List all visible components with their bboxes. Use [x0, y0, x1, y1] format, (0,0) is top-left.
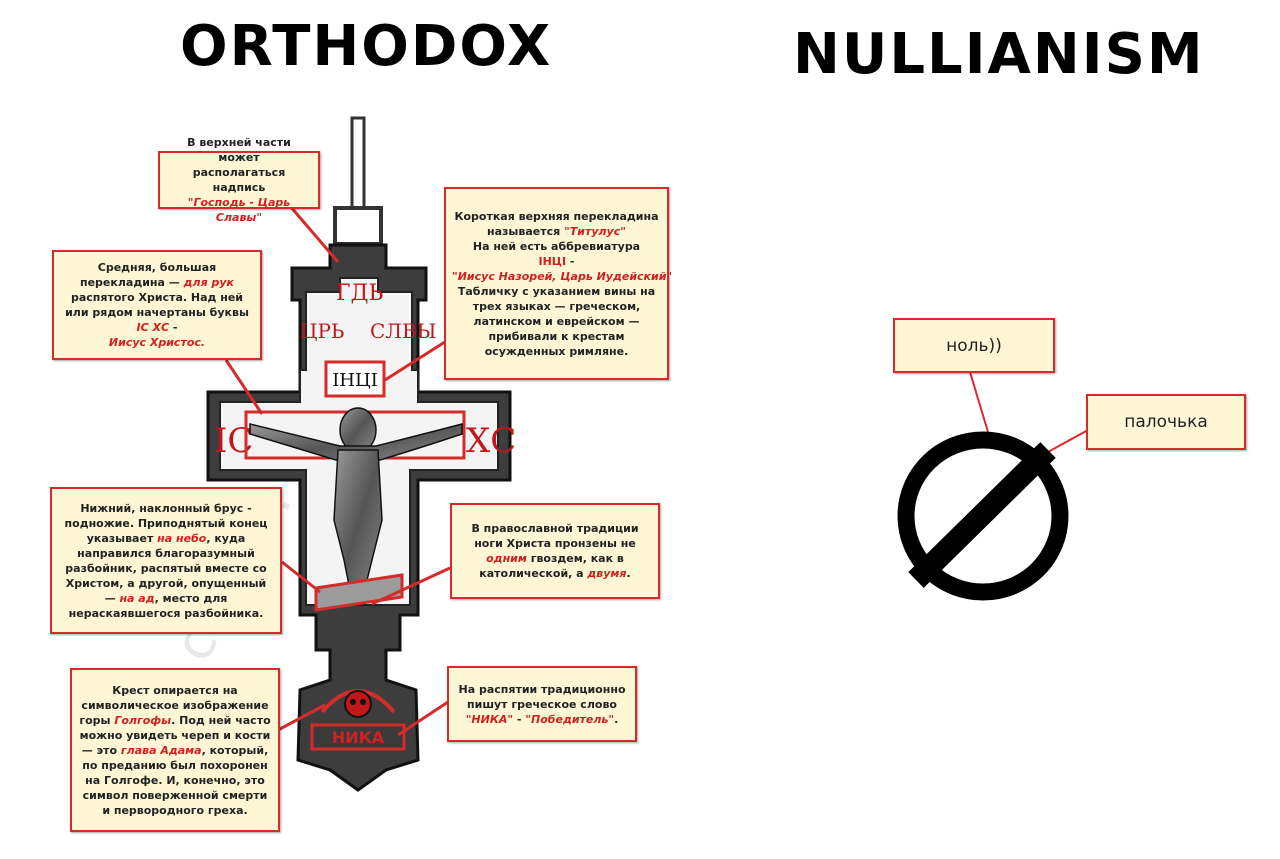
callout-text: можно увидеть череп и кости	[79, 728, 271, 742]
cross-top-text-2a: ЦРЬ	[300, 319, 344, 343]
cross-top-text-2b: СЛВЫ	[370, 319, 436, 343]
cross-top-text-1: ГДЬ	[336, 281, 383, 306]
callout-text: символическое изображение	[81, 698, 269, 712]
callout-text: — это	[81, 743, 118, 757]
callout-highlight: "Господь - Царь Славы"	[187, 196, 291, 224]
callout-titulus: Короткая верхняя перекладина называется …	[444, 187, 673, 380]
callout-text: В православной традиции	[471, 522, 639, 535]
label-stick: палочька	[1086, 394, 1246, 450]
callout-text: -	[169, 321, 178, 334]
callout-highlight: "Победитель"	[525, 712, 615, 726]
callout-text: Христом, а другой, опущенный	[65, 576, 267, 590]
callout-text: пишут греческое слово	[467, 697, 617, 711]
callout-highlight: "Иисус Назорей, Царь Иудейский"	[452, 269, 673, 283]
callout-text: -	[566, 254, 575, 268]
callout-text: Крест опирается на	[112, 683, 238, 697]
cross-nika-text: НИКА	[332, 728, 385, 747]
callout-text: трех языках — греческом,	[472, 299, 641, 313]
callout-golgotha: Крест опирается на символическое изображ…	[70, 668, 280, 832]
callout-text: .	[614, 712, 619, 726]
callout-text: распятого Христа. Над ней	[70, 291, 244, 304]
callout-text: , куда	[206, 531, 246, 545]
crucifix-figure	[249, 407, 463, 601]
callout-nails: В православной традиции ноги Христа прон…	[450, 503, 660, 599]
slash-stick	[908, 442, 1056, 588]
callout-text: разбойник, распятый вместе со	[65, 561, 267, 575]
callout-highlight: Иисус Христос.	[108, 336, 206, 349]
nullianism-title: NULLIANISM	[793, 22, 1205, 87]
callout-highlight: "Титулус"	[564, 224, 626, 238]
orthodox-title: ORTHODOX	[180, 14, 553, 79]
callout-nika: На распятии традиционно пишут греческое …	[447, 666, 637, 742]
callout-highlight: двумя	[587, 567, 627, 580]
callout-text: . Под ней часто	[171, 713, 271, 727]
callout-text: располагаться надпись	[192, 166, 286, 194]
callout-text: —	[104, 591, 116, 605]
callout-highlight: ІНЦІ	[538, 254, 567, 268]
callout-text: или рядом начертаны буквы	[65, 306, 249, 319]
callout-middle-bar: Средняя, большая перекладина — для рук р…	[52, 250, 262, 360]
label-zero: ноль))	[893, 318, 1055, 373]
callout-text: латинском и еврейском —	[473, 314, 640, 328]
callout-text: и первородного греха.	[102, 803, 248, 817]
callout-text: по преданию был похоронен	[82, 758, 268, 772]
callout-footrest: Нижний, наклонный брус - подножие. Припо…	[50, 487, 282, 634]
callout-text: направился благоразумный	[77, 546, 255, 560]
callout-highlight: на небо	[157, 531, 207, 545]
callout-text: горы	[79, 713, 111, 727]
callout-text: на Голгофе. И, конечно, это	[85, 773, 265, 787]
callout-highlight: для рук	[183, 276, 234, 289]
callout-text: гвоздем, как в	[526, 552, 624, 565]
callout-highlight: "НИКА"	[465, 712, 514, 726]
callout-text: , который,	[201, 743, 269, 757]
cross-xc-text: ХС	[466, 421, 516, 461]
callout-highlight: глава Адама	[120, 743, 202, 757]
callout-text: называется	[487, 224, 561, 238]
callout-text: ноги Христа пронзены не	[474, 537, 636, 550]
callout-text: .	[626, 567, 631, 580]
callout-top-inscription: В верхней части может располагаться надп…	[158, 136, 320, 224]
callout-text: , место для	[154, 591, 228, 605]
callout-text: В верхней части может	[187, 136, 291, 164]
callout-highlight: одним	[486, 552, 527, 565]
callout-text: Табличку с указанием вины на	[457, 284, 656, 298]
zero-ring	[897, 431, 1069, 601]
callout-text: подножие. Приподнятый конец	[64, 516, 268, 530]
callout-text: Средняя, большая	[97, 261, 217, 274]
callout-text: Нижний, наклонный брус -	[80, 501, 252, 515]
callout-highlight: на ад	[119, 591, 155, 605]
callout-text: перекладина —	[80, 276, 180, 289]
callout-highlight: Голгофы	[114, 713, 172, 727]
callout-text: Короткая верхняя перекладина	[454, 209, 659, 223]
callout-text: осужденных римляне.	[484, 344, 629, 358]
callout-highlight: ІС ХС	[136, 321, 170, 334]
cross-titulus-text: ІНЦІ	[332, 370, 378, 391]
callout-text: указывает	[86, 531, 154, 545]
callout-text: На распятии традиционно	[458, 682, 626, 696]
callout-text: символ поверженной смерти	[82, 788, 268, 802]
callout-text: На ней есть аббревиатура	[472, 239, 641, 253]
callout-text: прибивали к крестам	[488, 329, 625, 343]
callout-text: -	[513, 712, 526, 726]
callout-text: католической, а	[479, 567, 584, 580]
callout-text: нераскаявшегося разбойника.	[68, 606, 264, 620]
